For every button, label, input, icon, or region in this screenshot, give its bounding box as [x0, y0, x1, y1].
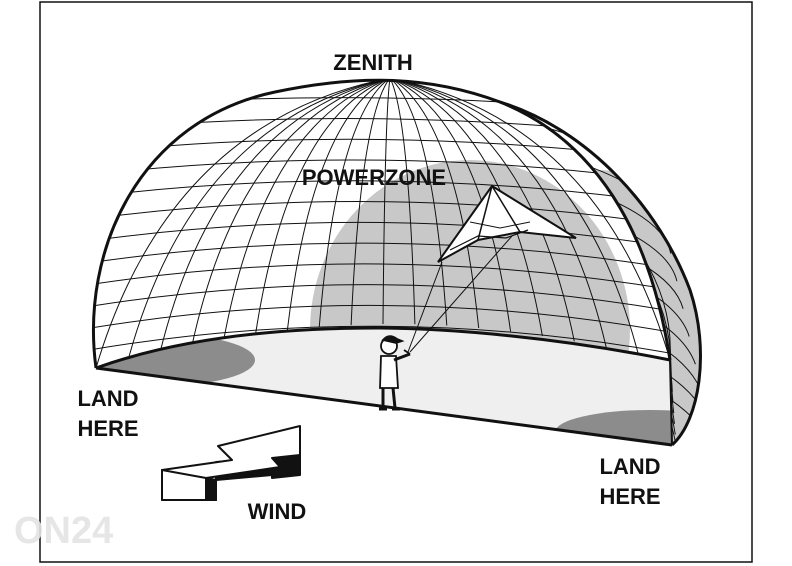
powerzone-shade — [310, 160, 630, 369]
frame — [39, 1, 753, 563]
land-here-right-line2: HERE — [599, 484, 660, 509]
land-here-left-line2: HERE — [77, 416, 138, 441]
dome-front-edge — [499, 100, 672, 361]
kite-line-left — [407, 261, 443, 353]
land-here-left-line1: LAND — [77, 386, 138, 411]
right-edge — [669, 359, 673, 446]
watermark: ON24 — [14, 510, 113, 552]
zenith-label: ZENITH — [333, 50, 412, 75]
powerzone-label: POWERZONE — [302, 165, 446, 190]
kite-icon — [437, 184, 577, 263]
kite-flyer-icon — [379, 335, 411, 411]
dome-outline — [91, 78, 702, 447]
dome-base-arc — [95, 326, 671, 370]
dome-grid — [93, 80, 670, 369]
wind-arrow-icon — [161, 425, 301, 501]
kite-line-right — [409, 235, 513, 353]
land-here-right-line1: LAND — [599, 454, 660, 479]
wind-label: WIND — [248, 499, 307, 524]
